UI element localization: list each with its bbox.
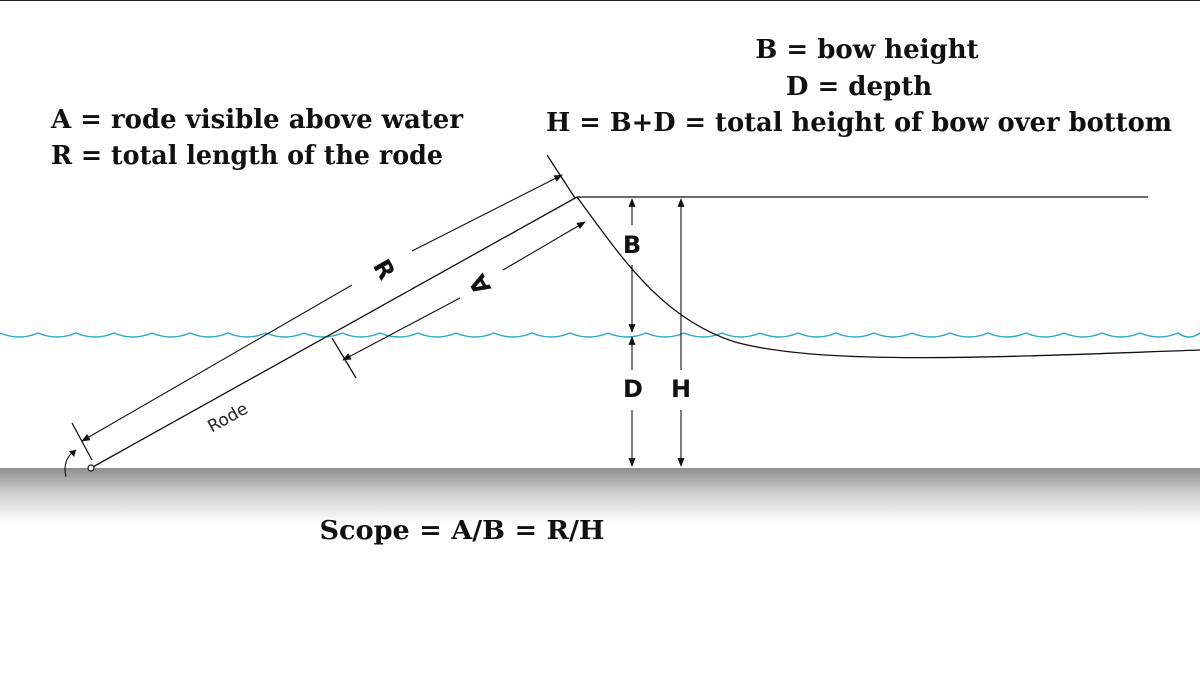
d-label: D <box>623 375 643 403</box>
boat-hull <box>576 196 1200 359</box>
r-dimension-arrow-upper <box>411 174 563 252</box>
rode-line <box>90 196 578 469</box>
h-label: H <box>671 375 691 403</box>
rode-label: Rode <box>204 399 251 437</box>
r-dimension-arrow-lower <box>81 284 353 442</box>
seabed <box>0 468 1200 524</box>
scope-formula: Scope = A/B = R/H <box>320 516 605 546</box>
a-label: A <box>463 269 497 299</box>
legend-total-height: H = B+D = total height of bow over botto… <box>546 108 1172 138</box>
a-dimension-arrow-lower <box>342 297 461 361</box>
a-tick <box>331 337 357 379</box>
r-label: R <box>367 254 400 284</box>
legend-bow-height: B = bow height <box>755 35 978 65</box>
water-surface <box>0 332 1200 338</box>
anchor-arrowhead <box>69 450 76 457</box>
legend-rode-visible: A = rode visible above water <box>50 105 463 135</box>
legend-rode-total: R = total length of the rode <box>51 141 443 171</box>
a-dimension-arrow-upper <box>502 221 586 271</box>
r-tick-left <box>71 422 93 461</box>
r-tick-right <box>546 154 576 199</box>
b-label: B <box>623 231 641 259</box>
legend-depth: D = depth <box>786 72 932 102</box>
anchor-point <box>87 464 95 472</box>
